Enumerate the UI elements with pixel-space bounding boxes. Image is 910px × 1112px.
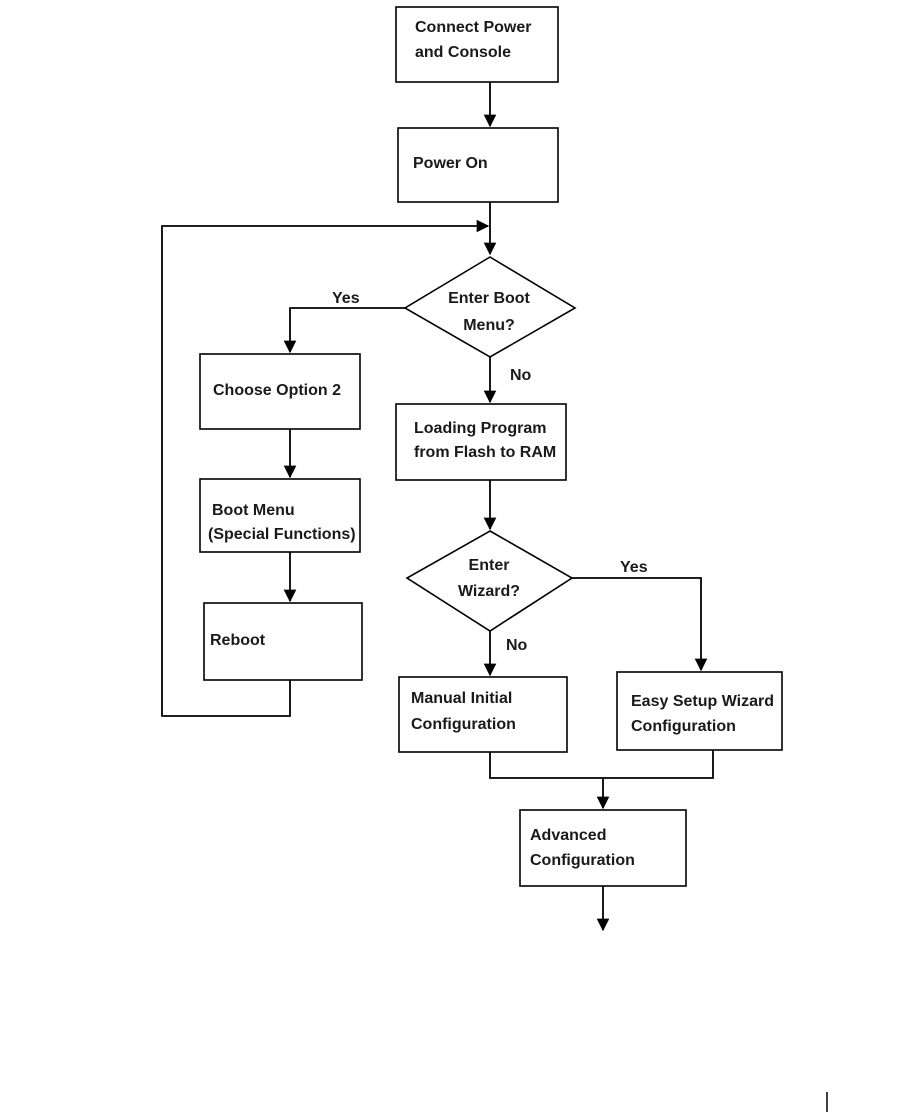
node-advanced-config-line-1: Advanced bbox=[530, 827, 606, 844]
decision-enter-wizard-line-2: Wizard? bbox=[458, 583, 520, 600]
decision-enter-boot-menu-line-1: Enter Boot bbox=[448, 290, 530, 307]
node-easy-setup-line-1: Easy Setup Wizard bbox=[631, 693, 774, 710]
node-boot-menu-line-1: Boot Menu bbox=[212, 502, 295, 519]
node-advanced-config: Advanced Configuration bbox=[519, 809, 687, 887]
node-reboot-label: Reboot bbox=[210, 632, 266, 649]
decision-enter-wizard-line-1: Enter bbox=[469, 557, 510, 574]
node-manual-config-line-2: Configuration bbox=[411, 716, 516, 733]
node-connect-power-line-2: and Console bbox=[415, 44, 511, 61]
node-connect-power: Connect Power and Console bbox=[395, 6, 559, 83]
decision-enter-boot-menu-line-2: Menu? bbox=[463, 317, 515, 334]
node-loading-program-line-1: Loading Program bbox=[414, 420, 546, 437]
node-easy-setup: Easy Setup Wizard Configuration bbox=[616, 671, 783, 751]
node-boot-menu-line-2: (Special Functions) bbox=[208, 526, 356, 543]
node-advanced-config-line-2: Configuration bbox=[530, 852, 635, 869]
arrow-boot-yes bbox=[283, 307, 405, 354]
node-boot-menu: Boot Menu (Special Functions) bbox=[199, 478, 361, 553]
node-loading-program: Loading Program from Flash to RAM bbox=[395, 403, 567, 481]
edge-label-wizard-no: No bbox=[506, 637, 528, 654]
node-power-on-label: Power On bbox=[413, 155, 488, 172]
edge-label-boot-yes: Yes bbox=[332, 290, 360, 307]
node-manual-config: Manual Initial Configuration bbox=[398, 676, 568, 753]
node-easy-setup-line-2: Configuration bbox=[631, 718, 736, 735]
node-choose-option-2-label: Choose Option 2 bbox=[213, 382, 341, 399]
connectors bbox=[161, 82, 714, 932]
node-reboot: Reboot bbox=[203, 602, 363, 681]
node-power-on: Power On bbox=[397, 127, 559, 203]
node-manual-config-line-1: Manual Initial bbox=[411, 690, 512, 707]
arrow-wizard-yes bbox=[572, 577, 708, 672]
decision-enter-boot-menu: Enter Boot Menu? bbox=[403, 256, 577, 358]
loop-back-line bbox=[161, 219, 490, 717]
merge-line bbox=[489, 750, 714, 779]
node-choose-option-2: Choose Option 2 bbox=[199, 353, 361, 430]
node-connect-power-line-1: Connect Power bbox=[415, 19, 531, 36]
edge-label-boot-no: No bbox=[510, 367, 532, 384]
decision-enter-wizard: Enter Wizard? bbox=[405, 530, 574, 632]
edge-label-wizard-yes: Yes bbox=[620, 559, 648, 576]
node-loading-program-line-2: from Flash to RAM bbox=[414, 444, 556, 461]
